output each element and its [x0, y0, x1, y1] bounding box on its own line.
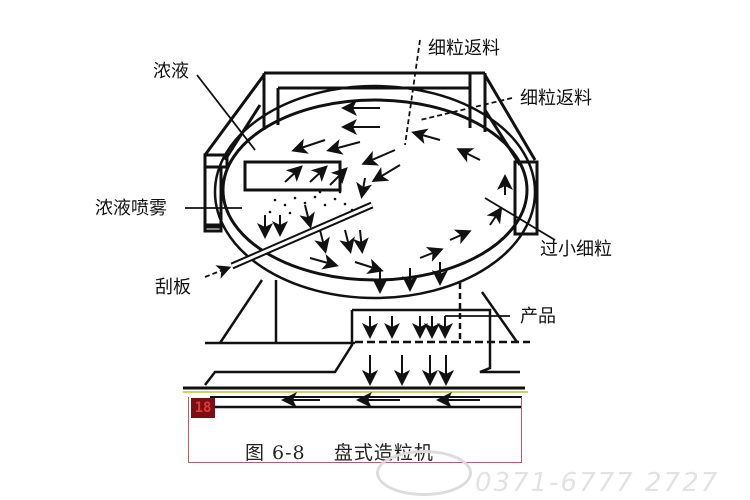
- leader-lines: [185, 39, 556, 317]
- base-stand: [204, 279, 530, 386]
- label-product: 产品: [520, 306, 556, 327]
- watermark-phone: 0371-6777 2727: [475, 468, 720, 498]
- label-concentrate-spray: 浓液喷雾: [95, 198, 167, 219]
- spray-dots: [268, 188, 354, 215]
- watermark-logo-icon: [376, 450, 472, 496]
- frame: [203, 71, 539, 236]
- scraper-bar: [230, 201, 374, 270]
- flow-arrows: [257, 100, 513, 294]
- label-fine-return-top: 细粒返料: [428, 38, 500, 59]
- label-undersize-fines: 过小细粒: [540, 239, 612, 260]
- page-number-badge: 18: [191, 398, 215, 418]
- product-arrows: [362, 316, 454, 386]
- label-scraper: 刮板: [155, 277, 191, 298]
- conveyor: [183, 386, 528, 409]
- label-concentrate-liquid: 浓液: [153, 61, 189, 82]
- caption-frame: [188, 397, 522, 463]
- figure-number: 图 6-8: [245, 442, 306, 464]
- label-fine-return-right: 细粒返料: [520, 88, 592, 109]
